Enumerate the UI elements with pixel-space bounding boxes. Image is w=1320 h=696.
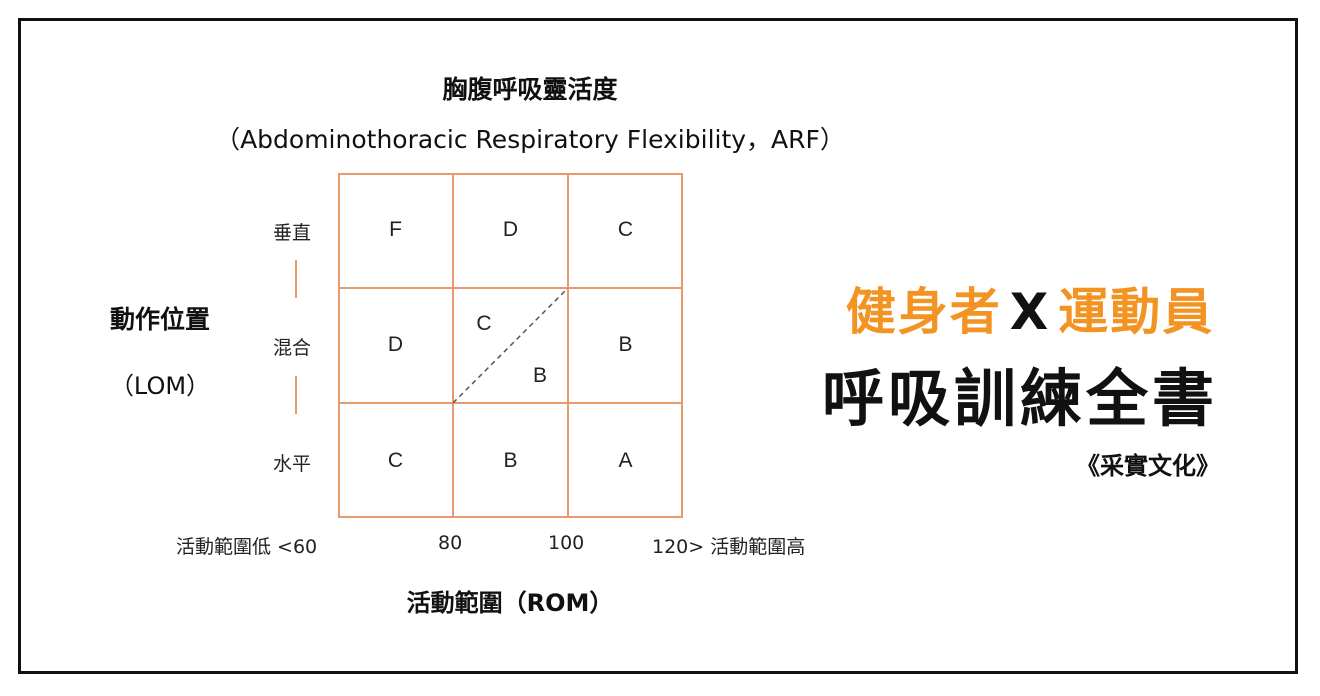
diagram-subtitle: （Abdominothoracic Respiratory Flexibilit… bbox=[215, 125, 845, 154]
grid-cell: B bbox=[503, 449, 518, 472]
x-tick-low: 活動範圍低 <60 bbox=[176, 536, 318, 558]
grid-cell: B bbox=[618, 333, 633, 356]
split-cell-upper: C bbox=[476, 312, 492, 335]
y-axis-title: 動作位置 bbox=[109, 305, 210, 334]
y-axis-unit: （LOM） bbox=[109, 372, 211, 400]
grid-cell: C bbox=[387, 449, 404, 472]
x-axis-title: 活動範圍（ROM） bbox=[406, 589, 614, 617]
split-cell-diagonal bbox=[453, 288, 568, 403]
grid-cell: D bbox=[502, 218, 519, 241]
brand-word-fitness: 健身者 bbox=[845, 283, 1002, 341]
grid-cell: D bbox=[387, 333, 404, 356]
grid-line bbox=[338, 402, 683, 404]
diagram-title: 胸腹呼吸靈活度 bbox=[442, 75, 618, 104]
row-label-horizontal: 水平 bbox=[272, 453, 311, 475]
x-tick-80: 80 bbox=[438, 532, 463, 554]
split-cell-lower: B bbox=[532, 364, 547, 387]
brand-word-athlete: 運動員 bbox=[1058, 283, 1215, 341]
book-title: 呼吸訓練全書 bbox=[821, 362, 1218, 435]
row-connector bbox=[295, 376, 297, 414]
grid-cell: A bbox=[618, 449, 633, 472]
grid-cell: F bbox=[389, 218, 402, 241]
row-label-mixed: 混合 bbox=[272, 337, 311, 359]
border-frame bbox=[18, 18, 1298, 674]
brand-x: X bbox=[1009, 283, 1051, 341]
matrix-grid bbox=[338, 173, 683, 518]
x-tick-high: 120> 活動範圍高 bbox=[652, 536, 806, 558]
x-tick-100: 100 bbox=[548, 532, 585, 554]
grid-cell: C bbox=[617, 218, 634, 241]
grid-line bbox=[567, 173, 569, 518]
grid-line bbox=[452, 173, 454, 518]
publisher-name: 《采實文化》 bbox=[1076, 452, 1220, 480]
row-connector bbox=[295, 260, 297, 298]
grid-line bbox=[338, 287, 683, 289]
row-label-vertical: 垂直 bbox=[272, 222, 311, 244]
